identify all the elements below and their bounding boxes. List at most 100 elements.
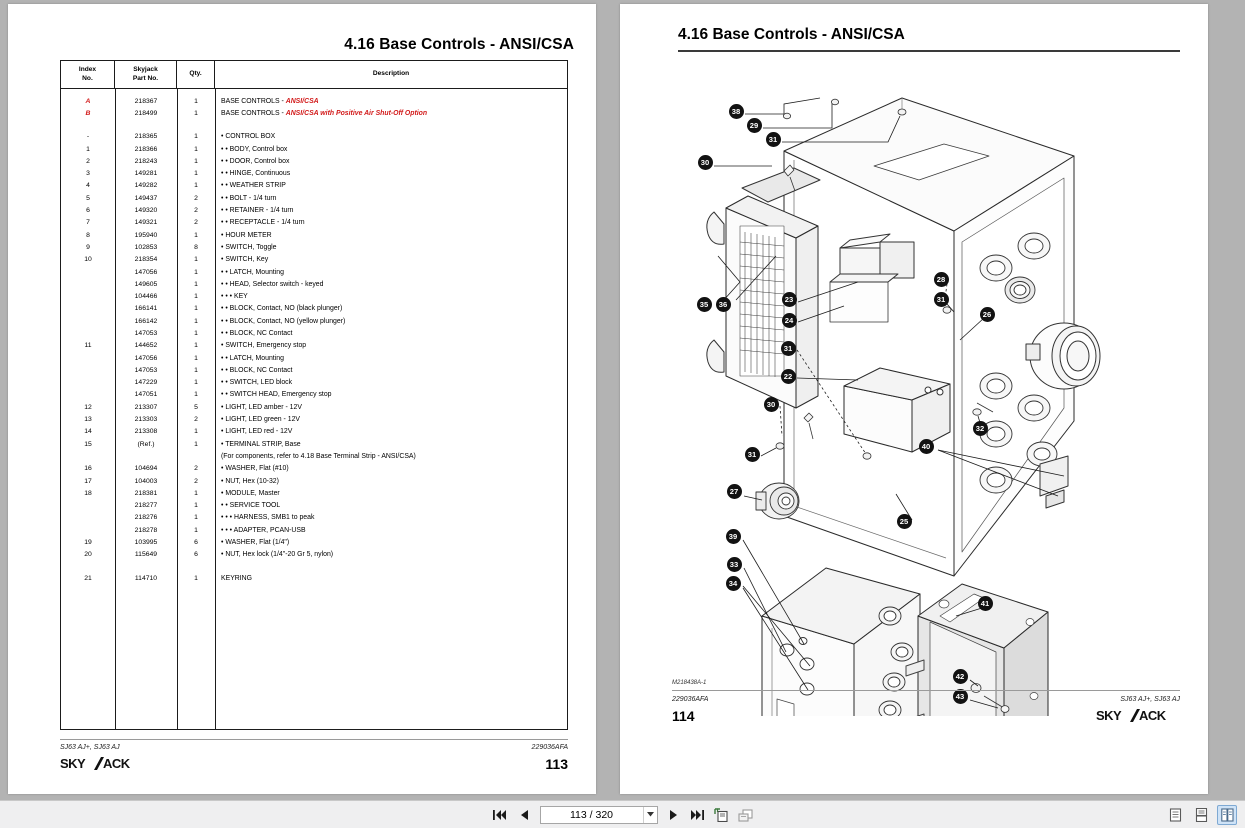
cell-index-no: 10 <box>84 256 92 264</box>
page-dropdown-caret[interactable] <box>642 806 657 823</box>
cell-description: BASE CONTROLS - ANSI/CSA with Positive A… <box>221 109 428 117</box>
table-row: 15(Ref.)1• TERMINAL STRIP, Base <box>61 438 567 450</box>
page-number-value: 113 / 320 <box>569 808 613 821</box>
cell-qty: 1 <box>194 514 198 522</box>
cell-description: KEYRING <box>221 574 253 582</box>
previous-page-button[interactable] <box>516 806 533 824</box>
cell-qty: 1 <box>194 379 198 387</box>
cell-index-no: 6 <box>86 207 90 215</box>
last-page-button[interactable] <box>689 806 706 824</box>
cell-qty: 1 <box>194 526 198 534</box>
cell-index-no: 13 <box>84 416 92 424</box>
cell-part-no: 104694 <box>134 465 158 473</box>
cell-part-no: 147056 <box>134 268 158 276</box>
cell-part-no: 147056 <box>134 354 158 362</box>
cell-part-no: 102853 <box>134 243 158 251</box>
cell-description: • NUT, Hex (10-32) <box>221 477 279 485</box>
cell-qty: 2 <box>194 219 198 227</box>
continuous-view-icon <box>1195 807 1207 822</box>
cell-qty: 1 <box>194 293 198 301</box>
cell-qty: 2 <box>194 207 198 215</box>
cell-part-no: 147051 <box>134 391 158 399</box>
diagram-callout-23: 23 <box>781 291 797 307</box>
cell-index-no: 5 <box>86 194 90 202</box>
cell-description: • CONTROL BOX <box>221 133 276 141</box>
previous-page-icon <box>520 809 528 820</box>
cell-qty: 1 <box>194 182 198 190</box>
cell-description: • HOUR METER <box>221 231 272 239</box>
diagram-callout-31: 31 <box>744 446 760 462</box>
cell-description: • • LATCH, Mounting <box>221 268 284 276</box>
cell-part-no: 218243 <box>134 157 158 165</box>
cell-part-no: 149320 <box>134 207 158 215</box>
two-page-view-icon <box>1220 807 1234 822</box>
next-page-button[interactable] <box>665 806 682 824</box>
cell-description: • WASHER, Flat (1/4") <box>221 539 290 547</box>
cell-part-no: 149282 <box>134 182 158 190</box>
cell-index-no: B <box>85 109 91 117</box>
cell-description: • • • KEY <box>221 293 248 301</box>
diagram-callout-43: 43 <box>952 688 968 704</box>
cell-index-no: 16 <box>84 465 92 473</box>
viewer-toolbar[interactable]: 113 / 320 <box>0 800 1245 828</box>
single-page-view-icon <box>1169 807 1181 822</box>
page-number-input[interactable]: 113 / 320 <box>539 805 658 824</box>
cell-qty: 6 <box>194 539 198 547</box>
drawing-number: M218438A-1 <box>672 680 707 686</box>
cell-qty: 1 <box>194 342 198 350</box>
fit-page-button[interactable] <box>713 806 730 824</box>
diagram-callout-31: 31 <box>780 340 796 356</box>
cell-part-no: 218366 <box>134 145 158 153</box>
cell-qty: 1 <box>194 440 198 448</box>
cell-description: • • RETAINER - 1/4 turn <box>221 207 294 215</box>
two-page-view-button[interactable] <box>1217 804 1237 825</box>
cell-index-no: 1 <box>86 145 90 153</box>
fit-width-button[interactable] <box>737 806 754 824</box>
single-page-view-button[interactable] <box>1165 805 1185 825</box>
cell-index-no: 15 <box>84 440 92 448</box>
cell-qty: 1 <box>194 366 198 374</box>
cell-index-no: 9 <box>86 243 90 251</box>
page-title-left: 4.16 Base Controls - ANSI/CSA <box>344 36 574 53</box>
cell-index-no: 4 <box>86 182 90 190</box>
first-page-button[interactable] <box>492 806 509 824</box>
cell-part-no: 115649 <box>134 551 158 559</box>
cell-description: • • BLOCK, NC Contact <box>221 366 293 374</box>
cell-qty: 1 <box>194 280 198 288</box>
cell-qty: 1 <box>194 305 198 313</box>
cell-part-no: (Ref.) <box>137 440 155 448</box>
continuous-view-button[interactable] <box>1191 805 1211 825</box>
cell-qty: 2 <box>194 477 198 485</box>
table-row-spacer <box>61 561 567 572</box>
cell-description: • MODULE, Master <box>221 489 280 497</box>
cell-part-no: 218277 <box>134 502 158 510</box>
cell-description: • • LATCH, Mounting <box>221 354 284 362</box>
footer-doc-no-right: 229036AFA <box>672 696 709 703</box>
diagram-callout-31: 31 <box>933 291 949 307</box>
cell-part-no: 144652 <box>134 342 158 350</box>
cell-part-no: 114710 <box>134 574 158 582</box>
cell-description: • LIGHT, LED green - 12V <box>221 416 301 424</box>
cell-description: • • RECEPTACLE - 1/4 turn <box>221 219 305 227</box>
cell-part-no: 104466 <box>134 293 158 301</box>
cell-part-no: 218278 <box>134 526 158 534</box>
cell-description: • • BLOCK, Contact, NO (black plunger) <box>221 305 343 313</box>
cell-description: • • BODY, Control box <box>221 145 288 153</box>
diagram-callout-31: 31 <box>765 131 781 147</box>
